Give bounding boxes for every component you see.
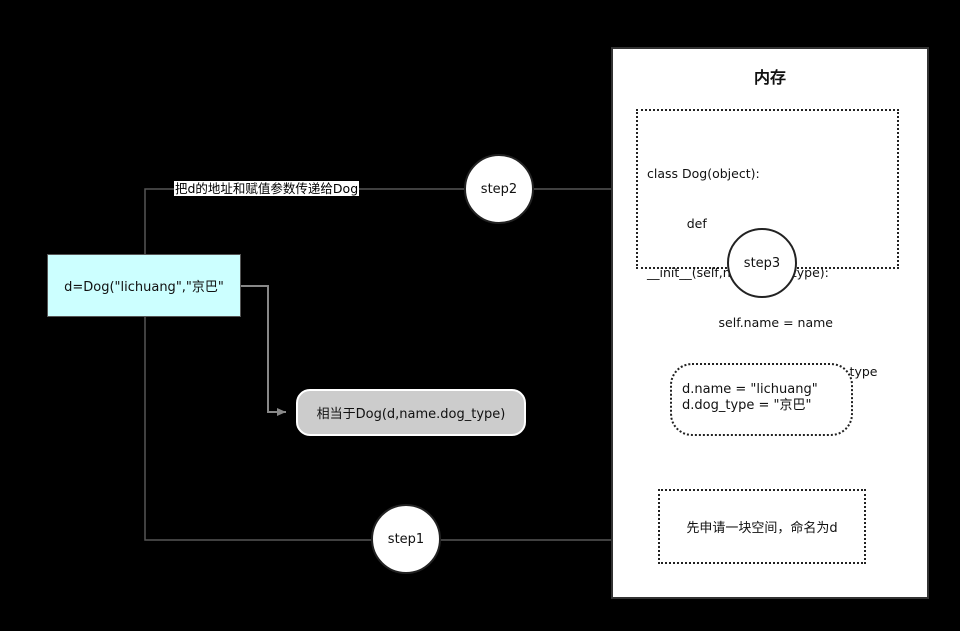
step1-label: step1 bbox=[387, 531, 425, 547]
code-line: def bbox=[647, 215, 707, 231]
attr-line-name: d.name = "lichuang" bbox=[682, 382, 818, 397]
connector-to-alloc bbox=[144, 317, 647, 544]
code-line: self.name = name bbox=[647, 314, 833, 330]
attribute-assignment-box: d.name = "lichuang" d.dog_type = "京巴" bbox=[670, 363, 853, 436]
edge-label-pass-address: 把d的地址和赋值参数传递给Dog bbox=[174, 181, 360, 196]
connector-to-equiv bbox=[241, 285, 286, 416]
step2-label: step2 bbox=[480, 181, 518, 197]
instantiation-box: d=Dog("lichuang","京巴" bbox=[47, 254, 241, 317]
equivalence-text: 相当于Dog(d,name.dog_type) bbox=[316, 407, 506, 422]
step1-node: step1 bbox=[371, 504, 441, 574]
code-line: class Dog(object): bbox=[647, 166, 760, 181]
step3-label: step3 bbox=[743, 255, 781, 271]
memory-title: 内存 bbox=[753, 68, 786, 87]
allocation-box: 先申请一块空间，命名为d bbox=[658, 489, 866, 564]
step2-node: step2 bbox=[464, 154, 534, 224]
connector-to-class bbox=[144, 185, 626, 254]
instantiation-text: d=Dog("lichuang","京巴" bbox=[64, 280, 224, 295]
equivalence-box: 相当于Dog(d,name.dog_type) bbox=[296, 389, 526, 436]
attr-line-dog-type: d.dog_type = "京巴" bbox=[682, 398, 812, 413]
step3-node: step3 bbox=[727, 228, 797, 298]
allocation-text: 先申请一块空间，命名为d bbox=[686, 521, 838, 536]
